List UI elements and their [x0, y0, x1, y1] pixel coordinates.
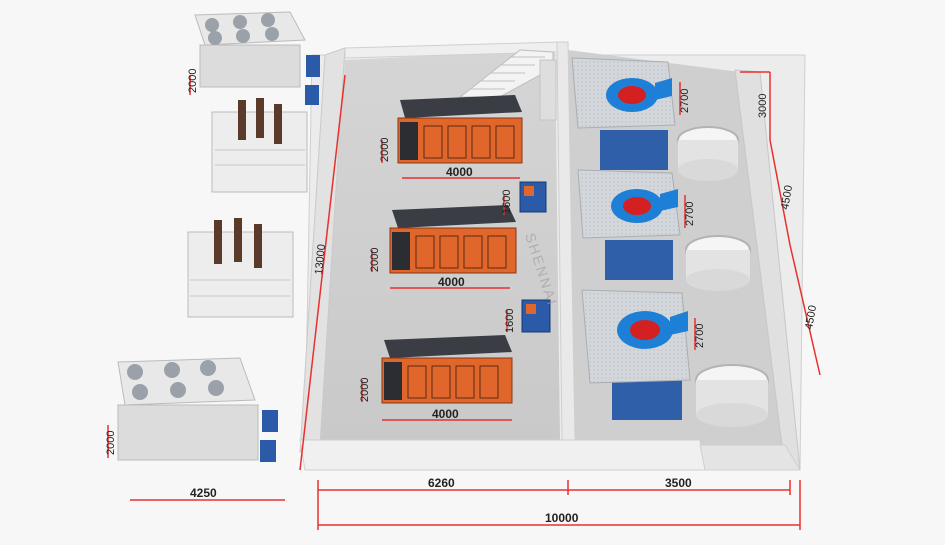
cabinet-group — [381, 95, 551, 404]
furnace-3 — [581, 289, 691, 420]
dim-furnace-1-depth: 2700 — [679, 89, 691, 113]
outdoor-equipment — [117, 11, 320, 462]
pit-3 — [695, 364, 769, 427]
dim-cabinet-1-depth: 2000 — [379, 138, 391, 162]
dim-total-width: 10000 — [545, 511, 579, 525]
dim-pit-spacing-2: 4500 — [779, 184, 795, 210]
furnace-2 — [577, 169, 681, 280]
front-wall — [299, 439, 706, 471]
dim-cooling-top-depth: 2000 — [187, 69, 199, 93]
dim-capacitor-2-depth: 1600 — [504, 309, 516, 333]
dim-pit-spacing-1: 3000 — [757, 94, 769, 118]
dim-cooling-bottom-width: 4250 — [190, 486, 217, 500]
dim-furnace-room-width: 3500 — [665, 476, 692, 490]
dim-power-room-width: 6260 — [428, 476, 455, 490]
furnace-group — [571, 57, 769, 427]
dim-cooling-bottom-depth: 2000 — [105, 431, 117, 455]
power-cabinet-2 — [389, 205, 517, 274]
dim-furnace-2-depth: 2700 — [684, 202, 696, 226]
dim-cabinet-1-width: 4000 — [446, 165, 473, 179]
transformer-1 — [211, 98, 308, 193]
dimension-labels: 2000 2000 4250 13000 4000 4000 4000 2000… — [105, 69, 819, 525]
capacitor-unit-1 — [519, 181, 547, 213]
dim-cabinet-3-width: 4000 — [432, 407, 459, 421]
dim-cabinet-2-depth: 2000 — [369, 248, 381, 272]
cooling-tower-bottom — [117, 357, 278, 462]
transformer-2 — [187, 218, 294, 318]
pit-1 — [677, 126, 739, 181]
pit-2 — [685, 235, 751, 291]
dim-left-total: 13000 — [313, 244, 328, 276]
cooling-tower-top — [194, 11, 320, 105]
power-cabinet-1 — [397, 95, 523, 164]
capacitor-unit-2 — [521, 299, 551, 333]
dim-pit-spacing-3: 4500 — [803, 304, 819, 330]
dim-cabinet-3-depth: 2000 — [359, 378, 371, 402]
power-cabinet-3 — [381, 335, 513, 404]
furnace-1 — [571, 57, 676, 170]
dim-capacitor-1-depth: 1600 — [501, 190, 513, 214]
dim-cabinet-2-width: 4000 — [438, 275, 465, 289]
dim-furnace-3-depth: 2700 — [694, 324, 706, 348]
dimension-lines — [107, 71, 821, 530]
